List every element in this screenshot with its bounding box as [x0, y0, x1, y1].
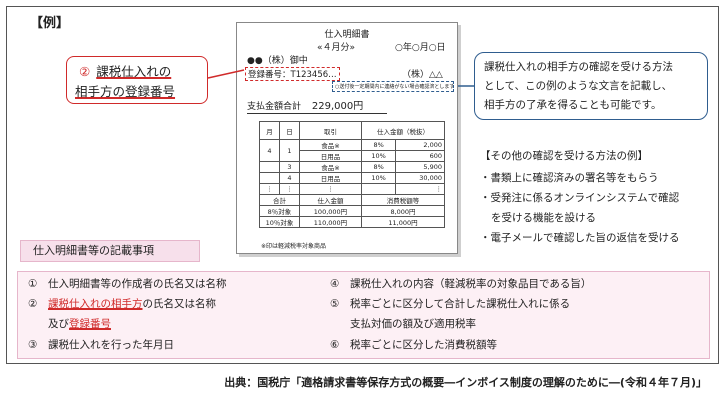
invoice-total: 支払金額合計 229,000円	[247, 97, 387, 114]
source-citation: 出典：国税庁「適格請求書等保存方式の概要―インボイス制度の理解のために―(令和４…	[224, 376, 707, 389]
invoice-total-label: 支払金額合計	[247, 102, 302, 112]
callout-text: として、この例のような文言を記載し、	[484, 80, 673, 92]
requirement-item-continued: 支払対価の額及び適用税率	[350, 315, 476, 333]
item-text-highlight: 登録番号	[69, 318, 111, 330]
table-cell: 11,000円	[361, 216, 445, 228]
item-number: ⑥	[330, 339, 340, 351]
list-item: ・書類上に確認済みの署名等をもらう	[480, 172, 659, 184]
item-number: ②	[28, 298, 38, 310]
registration-number-callout: ② 課税仕入れの 相手方の登録番号	[66, 56, 208, 104]
invoice-footnote: ※印は軽減税率対象商品	[261, 243, 327, 250]
invoice-registration-number: 登録番号：T123456…	[245, 67, 340, 81]
requirements-box: ① 仕入明細書等の作成者の氏名又は名称 ② 課税仕入れの相手方の氏名又は名称 及び登…	[17, 271, 710, 359]
callout-text: 相手方の了承を得ることも可能です。	[484, 99, 662, 111]
other-methods-title: 【その他の確認を受ける方法の例】	[480, 150, 648, 162]
table-row: ⋮ ⋮ ⋮ ⋮	[259, 183, 445, 195]
callout-text: 登録番号	[125, 84, 176, 99]
item-text: の氏名又は名称	[142, 298, 217, 310]
invoice-confirmation-note: ○送付後一定期間内に連絡がない場合確認済とします	[332, 81, 454, 92]
item-text: 課税仕入れを行った年月日	[48, 339, 174, 351]
item-text: 税率ごとに区分して合計した課税仕入れに係る	[350, 298, 571, 310]
requirement-item: ② 課税仕入れの相手方の氏名又は名称	[28, 295, 216, 313]
item-text: 課税仕入れの内容（軽減税率の対象品目である旨）	[350, 278, 592, 290]
item-number: ③	[28, 339, 38, 351]
item-text: 及び	[48, 318, 69, 330]
list-item: を受ける機能を設ける	[491, 212, 596, 224]
section-label: 仕入明細書等の記載事項	[20, 240, 200, 262]
example-label: 【例】	[30, 16, 70, 31]
callout-line-2: 相手方の登録番号	[75, 81, 175, 100]
table-header-row: 月 日 取引 仕入金額（税抜）	[259, 121, 445, 140]
invoice-date: ○年○月○日	[395, 43, 446, 53]
callout-line-1: ② 課税仕入れの	[79, 61, 171, 80]
table-cell: 8%	[360, 139, 397, 151]
requirement-item: ③ 課税仕入れを行った年月日	[28, 336, 174, 354]
callout-number: ②	[79, 64, 91, 79]
invoice-buyer: ●●（株）御中	[247, 56, 308, 66]
confirmation-method-callout: 課税仕入れの相手方の確認を受ける方法 として、この例のような文言を記載し、 相手…	[474, 52, 708, 120]
red-connector	[207, 69, 245, 79]
item-number: ④	[330, 278, 340, 290]
item-number: ①	[28, 278, 38, 290]
item-number: ⑤	[330, 298, 340, 310]
requirement-item: ⑥ 税率ごとに区分した消費税額等	[330, 336, 497, 354]
item-text: 税率ごとに区分した消費税額等	[350, 339, 497, 351]
item-text-highlight: 課税仕入れの相手方	[48, 298, 143, 310]
item-text: 仕入明細書等の作成者の氏名又は名称	[48, 278, 227, 290]
requirement-item: ① 仕入明細書等の作成者の氏名又は名称	[28, 275, 227, 293]
item-text: 支払対価の額及び適用税率	[350, 318, 476, 330]
requirement-item: ④ 課税仕入れの内容（軽減税率の対象品目である旨）	[330, 275, 591, 293]
invoice-title: 仕入明細書	[324, 30, 370, 40]
invoice-seller: （株）△△	[402, 70, 443, 80]
callout-text: 課税仕入れの	[96, 64, 172, 79]
invoice-period: «４月分»	[317, 43, 356, 53]
table-row: 4 日用品 10% 30,000	[259, 172, 445, 184]
invoice-table: 月 日 取引 仕入金額（税抜） 4 1 食品※ 8% 2,000 日用品 10%…	[259, 121, 445, 228]
callout-text: 相手方の	[75, 84, 126, 99]
requirement-item-continued: 及び登録番号	[48, 315, 111, 333]
other-methods-list: 【その他の確認を受ける方法の例】 ・書類上に確認済みの署名等をもらう ・受発注に…	[480, 146, 680, 248]
summary-row: 10％対象 110,000円 11,000円	[259, 216, 445, 228]
invoice-total-value: 229,000円	[311, 101, 364, 112]
list-item: ・受発注に係るオンラインシステムで確認	[480, 192, 680, 204]
requirement-item: ⑤ 税率ごとに区分して合計した課税仕入れに係る	[330, 295, 570, 313]
list-item: ・電子メールで確認した旨の返信を受ける	[480, 232, 680, 244]
invoice-document: 仕入明細書 «４月分» ○年○月○日 ●●（株）御中 登録番号：T123456……	[236, 22, 458, 254]
callout-text: 課税仕入れの相手方の確認を受ける方法	[484, 61, 673, 73]
